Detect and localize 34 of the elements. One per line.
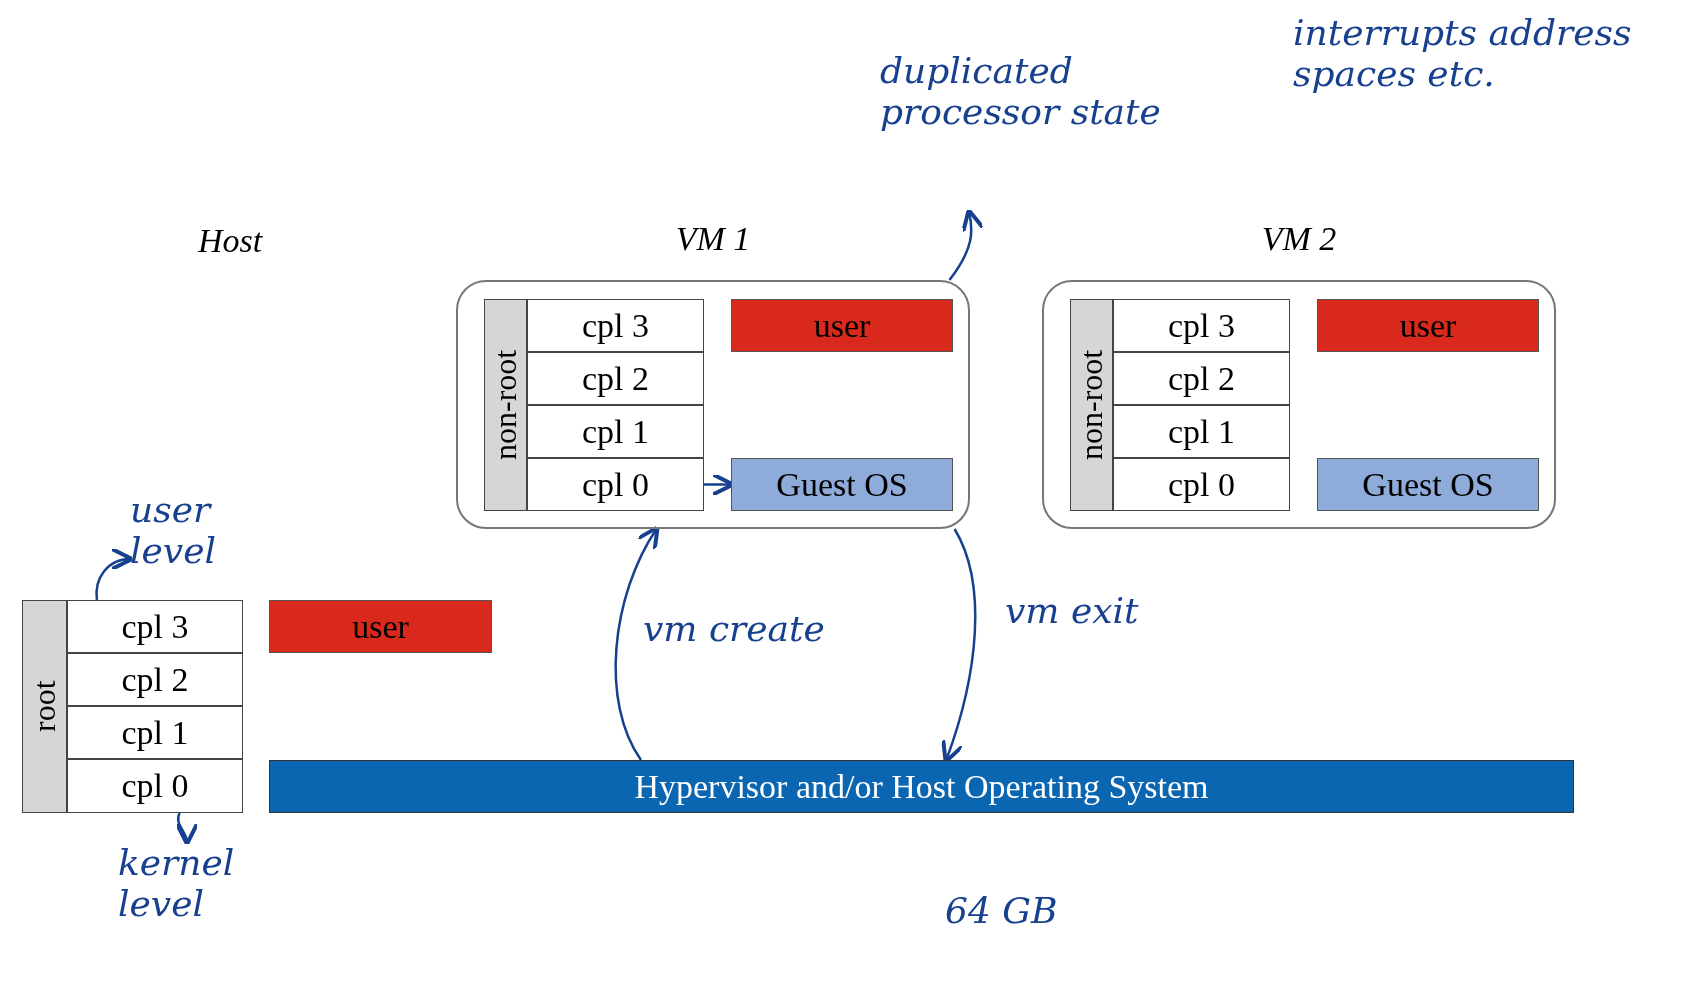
ring-cell: cpl 1: [527, 405, 704, 458]
ring-cell: cpl 0: [527, 458, 704, 511]
vm-heading: VM 2: [1260, 220, 1338, 258]
host-heading: Host: [196, 222, 264, 260]
edge-label: vm exit: [1005, 590, 1139, 632]
ring-cell: cpl 3: [67, 600, 243, 653]
ring-cell: cpl 2: [527, 352, 704, 405]
ring-cell: cpl 0: [1113, 458, 1290, 511]
ring-cell: cpl 3: [1113, 299, 1290, 352]
ring-cell: cpl 3: [527, 299, 704, 352]
user-box: user: [731, 299, 953, 352]
handwritten-note: duplicated processor state: [880, 50, 1210, 212]
hand-drawn-arrow: [948, 208, 985, 281]
handwritten-note: 64 GB: [945, 890, 1059, 932]
user-box: user: [269, 600, 492, 653]
handwritten-note: kernel level: [118, 842, 268, 978]
user-box: user: [1317, 299, 1539, 352]
vm-heading: VM 1: [674, 220, 752, 258]
guest-os-box: Guest OS: [731, 458, 953, 511]
handwritten-note: interrupts address spaces etc.: [1293, 12, 1633, 95]
ring-cell: cpl 1: [67, 706, 243, 759]
ring-cell: cpl 2: [67, 653, 243, 706]
hypervisor-bar: Hypervisor and/or Host Operating System: [269, 760, 1574, 813]
hand-drawn-arrow: [95, 548, 134, 601]
ring-cell: cpl 2: [1113, 352, 1290, 405]
privilege-band: root: [22, 600, 67, 813]
handwritten-note: user level: [130, 489, 290, 589]
hand-drawn-arrow: [614, 525, 660, 761]
ring-cell: cpl 0: [67, 759, 243, 813]
ring-cell: cpl 1: [1113, 405, 1290, 458]
edge-label: vm create: [643, 608, 825, 650]
privilege-band: non-root: [484, 299, 527, 511]
privilege-band: non-root: [1070, 299, 1113, 511]
guest-os-box: Guest OS: [1317, 458, 1539, 511]
